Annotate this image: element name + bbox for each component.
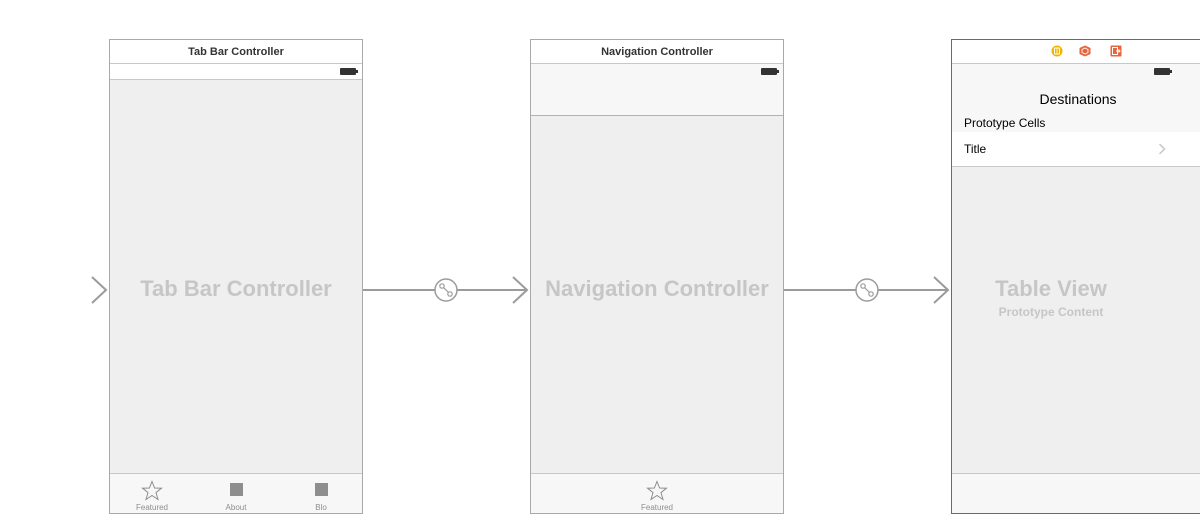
first-responder-icon[interactable] bbox=[1079, 45, 1091, 57]
battery-icon bbox=[761, 68, 779, 75]
tab-label: Featured bbox=[640, 503, 674, 512]
tab-bar[interactable]: Featured bbox=[531, 473, 783, 513]
star-icon bbox=[141, 480, 163, 501]
square-icon bbox=[229, 483, 243, 496]
navigation-bar[interactable] bbox=[531, 80, 783, 116]
cell-title-label: Title bbox=[964, 142, 987, 156]
navigation-title[interactable]: Destinations bbox=[952, 80, 1200, 116]
status-bar bbox=[531, 64, 783, 80]
tab-label: About bbox=[225, 503, 247, 512]
scene-placeholder-label: Table View bbox=[995, 276, 1107, 301]
tab-label: Blo bbox=[315, 503, 327, 512]
chevron-right-icon bbox=[1158, 143, 1166, 155]
star-icon bbox=[646, 480, 668, 501]
battery-icon bbox=[1154, 68, 1172, 75]
status-bar bbox=[110, 64, 362, 80]
relationship-segue-2[interactable] bbox=[784, 276, 950, 304]
segue-relationship-icon[interactable] bbox=[855, 278, 879, 302]
scene-placeholder-sublabel: Prototype Content bbox=[998, 305, 1104, 319]
exit-icon[interactable] bbox=[1110, 45, 1122, 57]
tab-bar[interactable]: Featured About Blo bbox=[110, 473, 362, 513]
segue-relationship-icon[interactable] bbox=[434, 278, 458, 302]
tab-item-about[interactable]: About bbox=[206, 474, 266, 514]
navigation-controller-scene[interactable]: Navigation Controller Navigation Control… bbox=[530, 39, 784, 514]
toolbar-area bbox=[952, 473, 1200, 513]
square-icon bbox=[314, 483, 328, 496]
status-bar bbox=[952, 64, 1200, 80]
scene-placeholder-label: Navigation Controller bbox=[545, 276, 769, 301]
initial-entry-arrow[interactable] bbox=[30, 276, 108, 304]
scene-title[interactable]: Navigation Controller bbox=[531, 40, 783, 64]
tab-item-blog[interactable]: Blo bbox=[291, 474, 351, 514]
tab-item-featured[interactable]: Featured bbox=[627, 474, 687, 514]
relationship-segue-1[interactable] bbox=[363, 276, 529, 304]
scene-title[interactable]: Tab Bar Controller bbox=[110, 40, 362, 64]
view-controller-icon[interactable] bbox=[1051, 45, 1063, 57]
table-view-controller-scene[interactable]: Destinations Prototype Cells Title Table… bbox=[951, 39, 1200, 514]
scene-placeholder-label: Tab Bar Controller bbox=[140, 276, 332, 301]
scene-dock[interactable] bbox=[952, 40, 1200, 64]
tab-bar-controller-scene[interactable]: Tab Bar Controller Tab Bar Controller Fe… bbox=[109, 39, 363, 514]
tab-item-featured[interactable]: Featured bbox=[122, 474, 182, 514]
section-header: Prototype Cells bbox=[952, 116, 1200, 132]
tab-label: Featured bbox=[135, 503, 169, 512]
battery-icon bbox=[340, 68, 358, 75]
prototype-cell[interactable]: Title bbox=[952, 132, 1200, 167]
